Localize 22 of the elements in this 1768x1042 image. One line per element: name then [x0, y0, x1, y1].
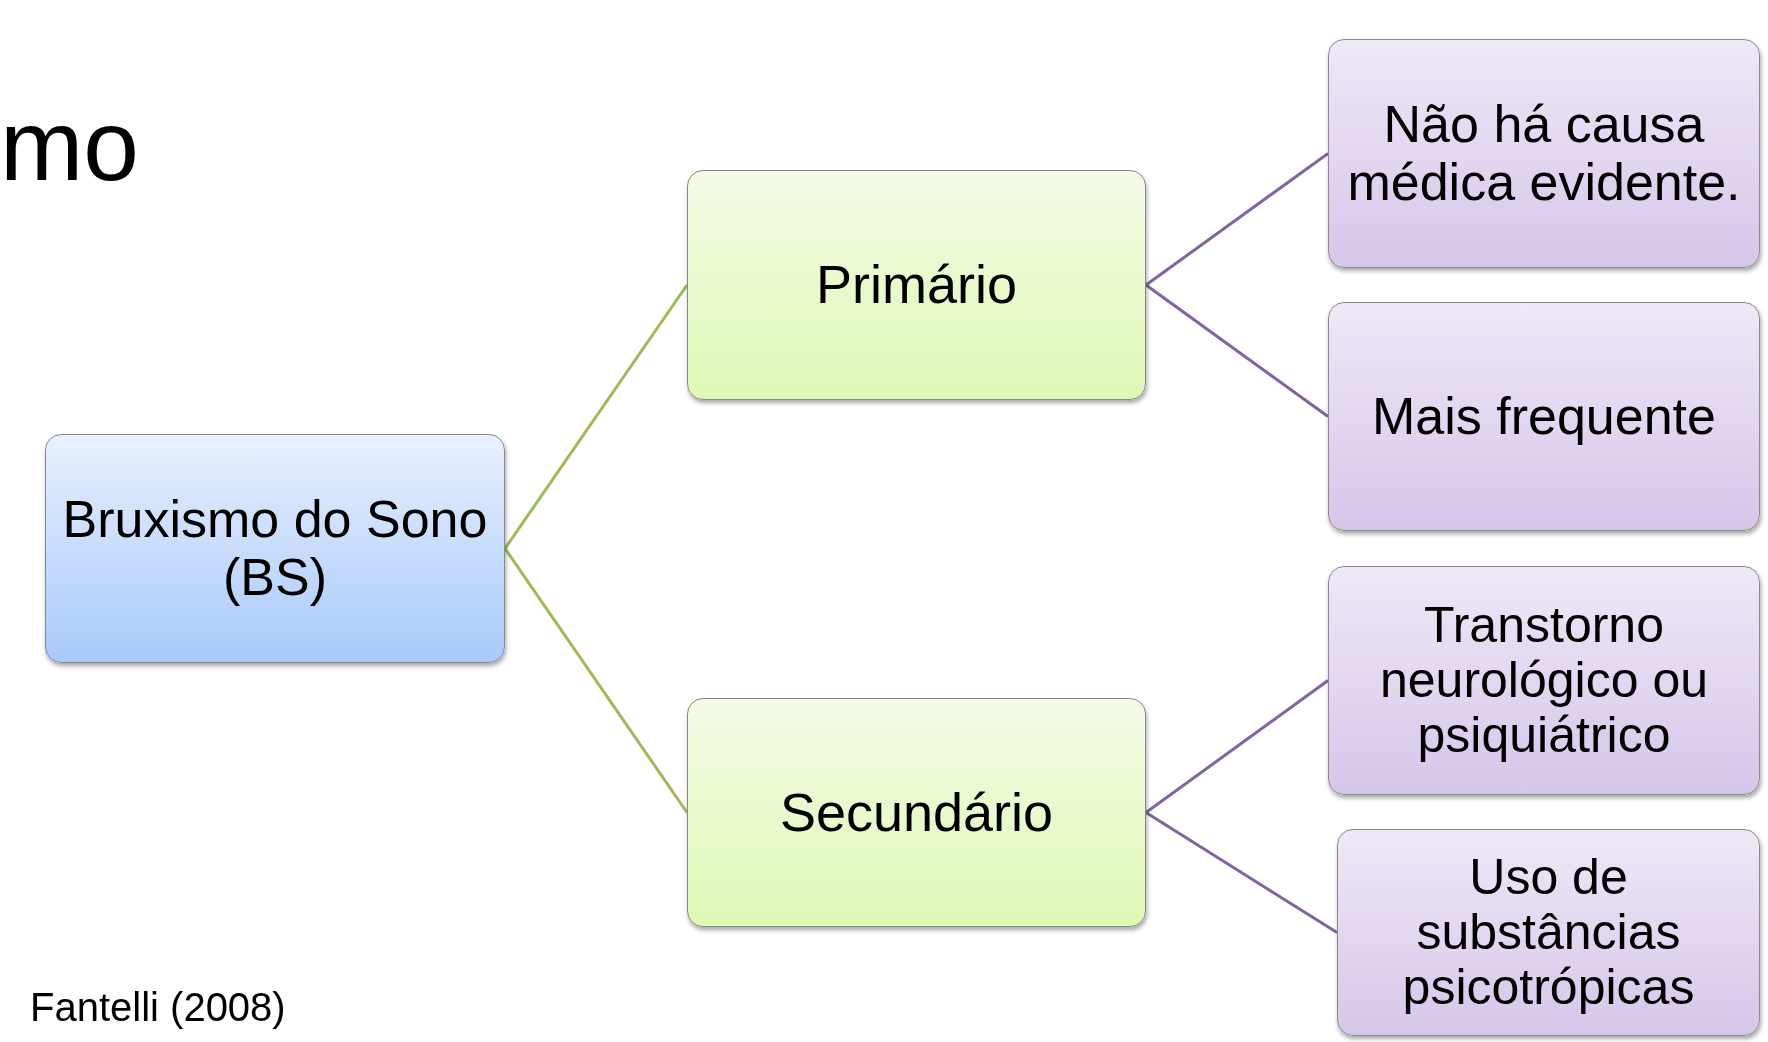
- connector-line: [1145, 679, 1329, 814]
- rounded-box: [687, 698, 1146, 927]
- rounded-box: [1337, 829, 1760, 1036]
- connector-line: [503, 547, 689, 814]
- node-label: Transtorno neurológico ou psiquiátrico: [1379, 598, 1709, 763]
- node-label: Secundário: [779, 782, 1054, 843]
- slide-title: mo: [0, 95, 139, 195]
- rounded-box: [1328, 302, 1760, 531]
- node-label: Não há causa médica evidente.: [1346, 96, 1742, 211]
- connector-line: [503, 284, 689, 550]
- citation-text: Fantelli (2008): [30, 985, 286, 1030]
- rounded-box: [1328, 39, 1760, 268]
- rounded-box: [687, 170, 1146, 400]
- node-label: Primário: [816, 255, 1017, 315]
- connector-line: [1145, 283, 1329, 418]
- rounded-box: [1328, 566, 1760, 795]
- node-label: Mais frequente: [1372, 387, 1716, 446]
- connector-line: [1145, 811, 1338, 934]
- node-label: Uso de substâncias psicotrópicas: [1401, 850, 1696, 1015]
- connector-line: [1145, 152, 1329, 287]
- rounded-box: [45, 434, 505, 663]
- node-label: Bruxismo do Sono (BS): [61, 491, 489, 606]
